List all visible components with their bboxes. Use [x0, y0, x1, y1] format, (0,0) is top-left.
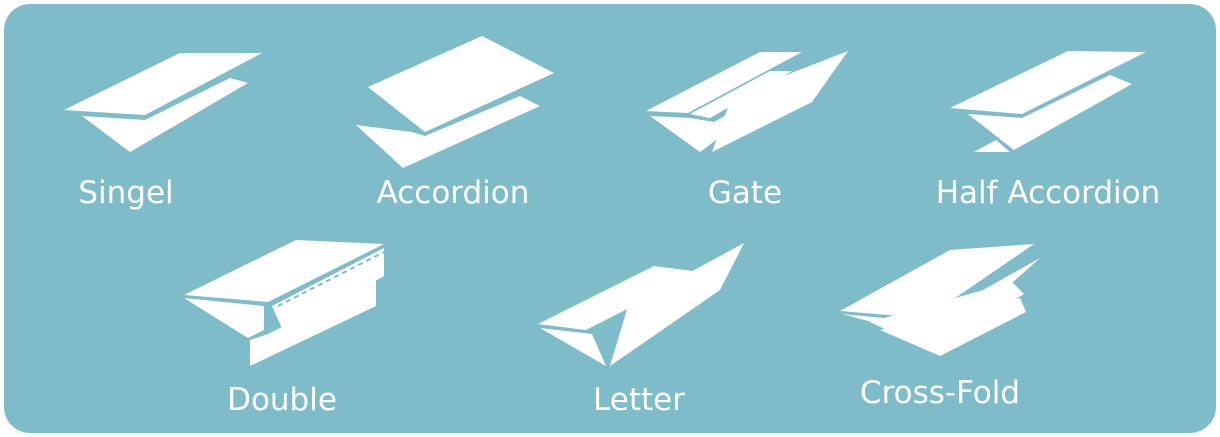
- fold-label-singel: Singel: [78, 178, 173, 209]
- fold-label-gate: Gate: [708, 178, 782, 209]
- fold-label-double: Double: [227, 385, 337, 416]
- fold-label-accordion: Accordion: [377, 178, 530, 209]
- fold-label-cross-fold: Cross-Fold: [860, 378, 1020, 409]
- fold-label-letter: Letter: [593, 385, 685, 416]
- fold-label-half-accordion: Half Accordion: [936, 178, 1161, 209]
